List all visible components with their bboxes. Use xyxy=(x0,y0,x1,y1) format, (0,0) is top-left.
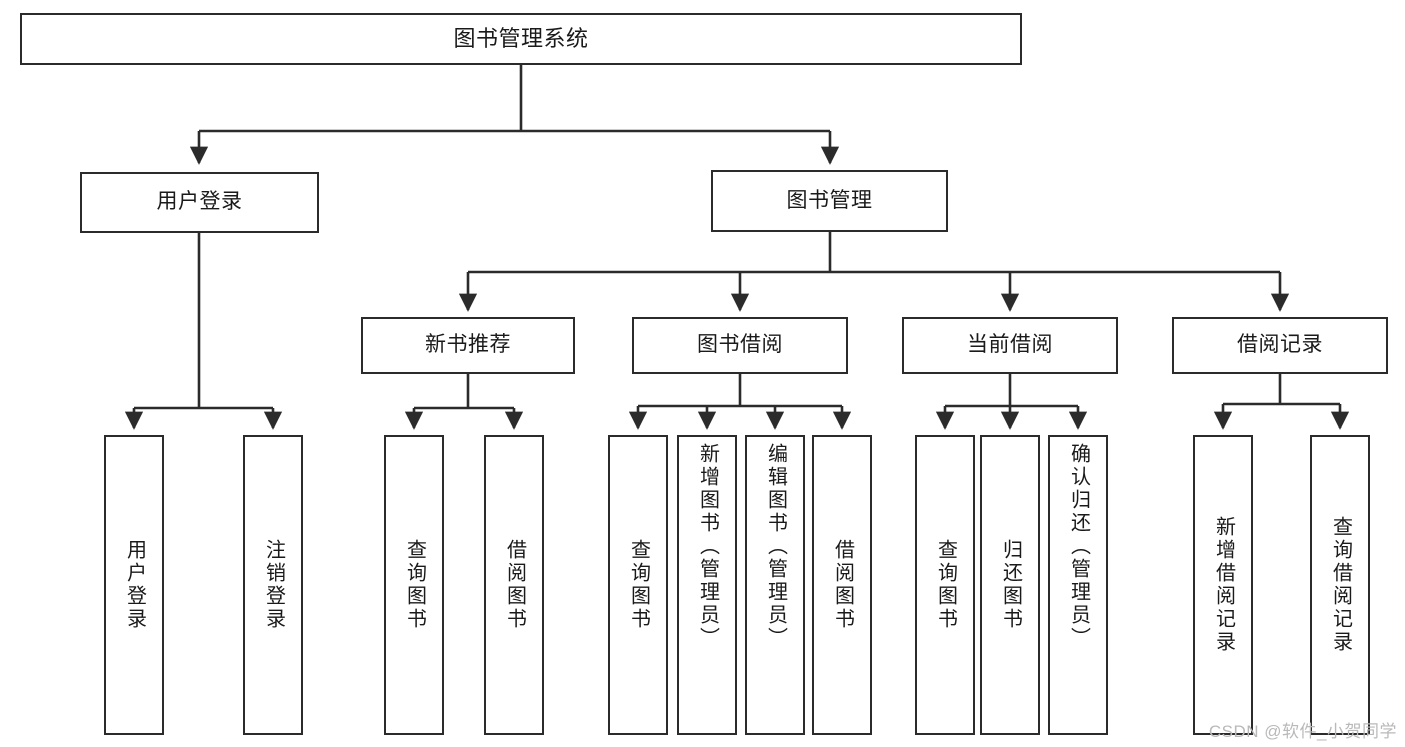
leaf-record-add-record[interactable]: 新增借阅记录 xyxy=(1193,435,1253,735)
node-label: 注销登录 xyxy=(262,539,285,631)
node-label: 借阅记录 xyxy=(1237,333,1323,357)
leaf-borrow-borrow-book[interactable]: 借阅图书 xyxy=(812,435,872,735)
leaf-user-login[interactable]: 用户登录 xyxy=(104,435,164,735)
node-label: 查询图书 xyxy=(627,539,650,631)
leaf-borrow-add-book[interactable]: 新增图书（管理员） xyxy=(677,435,737,735)
node-label: 新书推荐 xyxy=(425,333,511,357)
node-book-borrow[interactable]: 图书借阅 xyxy=(632,317,848,374)
leaf-recommend-borrow-book[interactable]: 借阅图书 xyxy=(484,435,544,735)
node-label: 确认归还（管理员） xyxy=(1067,443,1090,650)
node-label: 图书借阅 xyxy=(697,333,783,357)
leaf-record-query-record[interactable]: 查询借阅记录 xyxy=(1310,435,1370,735)
leaf-borrow-query-book[interactable]: 查询图书 xyxy=(608,435,668,735)
leaf-borrow-edit-book[interactable]: 编辑图书（管理员） xyxy=(745,435,805,735)
node-label: 用户登录 xyxy=(123,539,146,631)
leaf-user-logout[interactable]: 注销登录 xyxy=(243,435,303,735)
node-borrow-record[interactable]: 借阅记录 xyxy=(1172,317,1388,374)
node-label: 新增借阅记录 xyxy=(1212,516,1235,654)
node-label: 查询图书 xyxy=(934,539,957,631)
node-label: 新增图书（管理员） xyxy=(696,443,719,650)
node-new-book-recommend[interactable]: 新书推荐 xyxy=(361,317,575,374)
leaf-current-query-book[interactable]: 查询图书 xyxy=(915,435,975,735)
node-label: 图书管理系统 xyxy=(453,26,589,52)
node-label: 用户登录 xyxy=(156,190,243,214)
node-label: 编辑图书（管理员） xyxy=(764,443,787,650)
node-label: 归还图书 xyxy=(999,539,1022,631)
node-label: 借阅图书 xyxy=(831,539,854,631)
leaf-recommend-query-book[interactable]: 查询图书 xyxy=(384,435,444,735)
leaf-current-return-book[interactable]: 归还图书 xyxy=(980,435,1040,735)
node-label: 查询借阅记录 xyxy=(1329,516,1352,654)
leaf-current-confirm-return[interactable]: 确认归还（管理员） xyxy=(1048,435,1108,735)
node-label: 查询图书 xyxy=(403,539,426,631)
node-current-borrow[interactable]: 当前借阅 xyxy=(902,317,1118,374)
node-user-login[interactable]: 用户登录 xyxy=(80,172,319,233)
node-label: 借阅图书 xyxy=(503,539,526,631)
watermark-text: CSDN @软件_小贺同学 xyxy=(1208,722,1397,741)
node-book-management[interactable]: 图书管理 xyxy=(711,170,948,232)
node-label: 图书管理 xyxy=(786,188,873,212)
node-root-system[interactable]: 图书管理系统 xyxy=(20,13,1022,65)
node-label: 当前借阅 xyxy=(967,333,1053,357)
